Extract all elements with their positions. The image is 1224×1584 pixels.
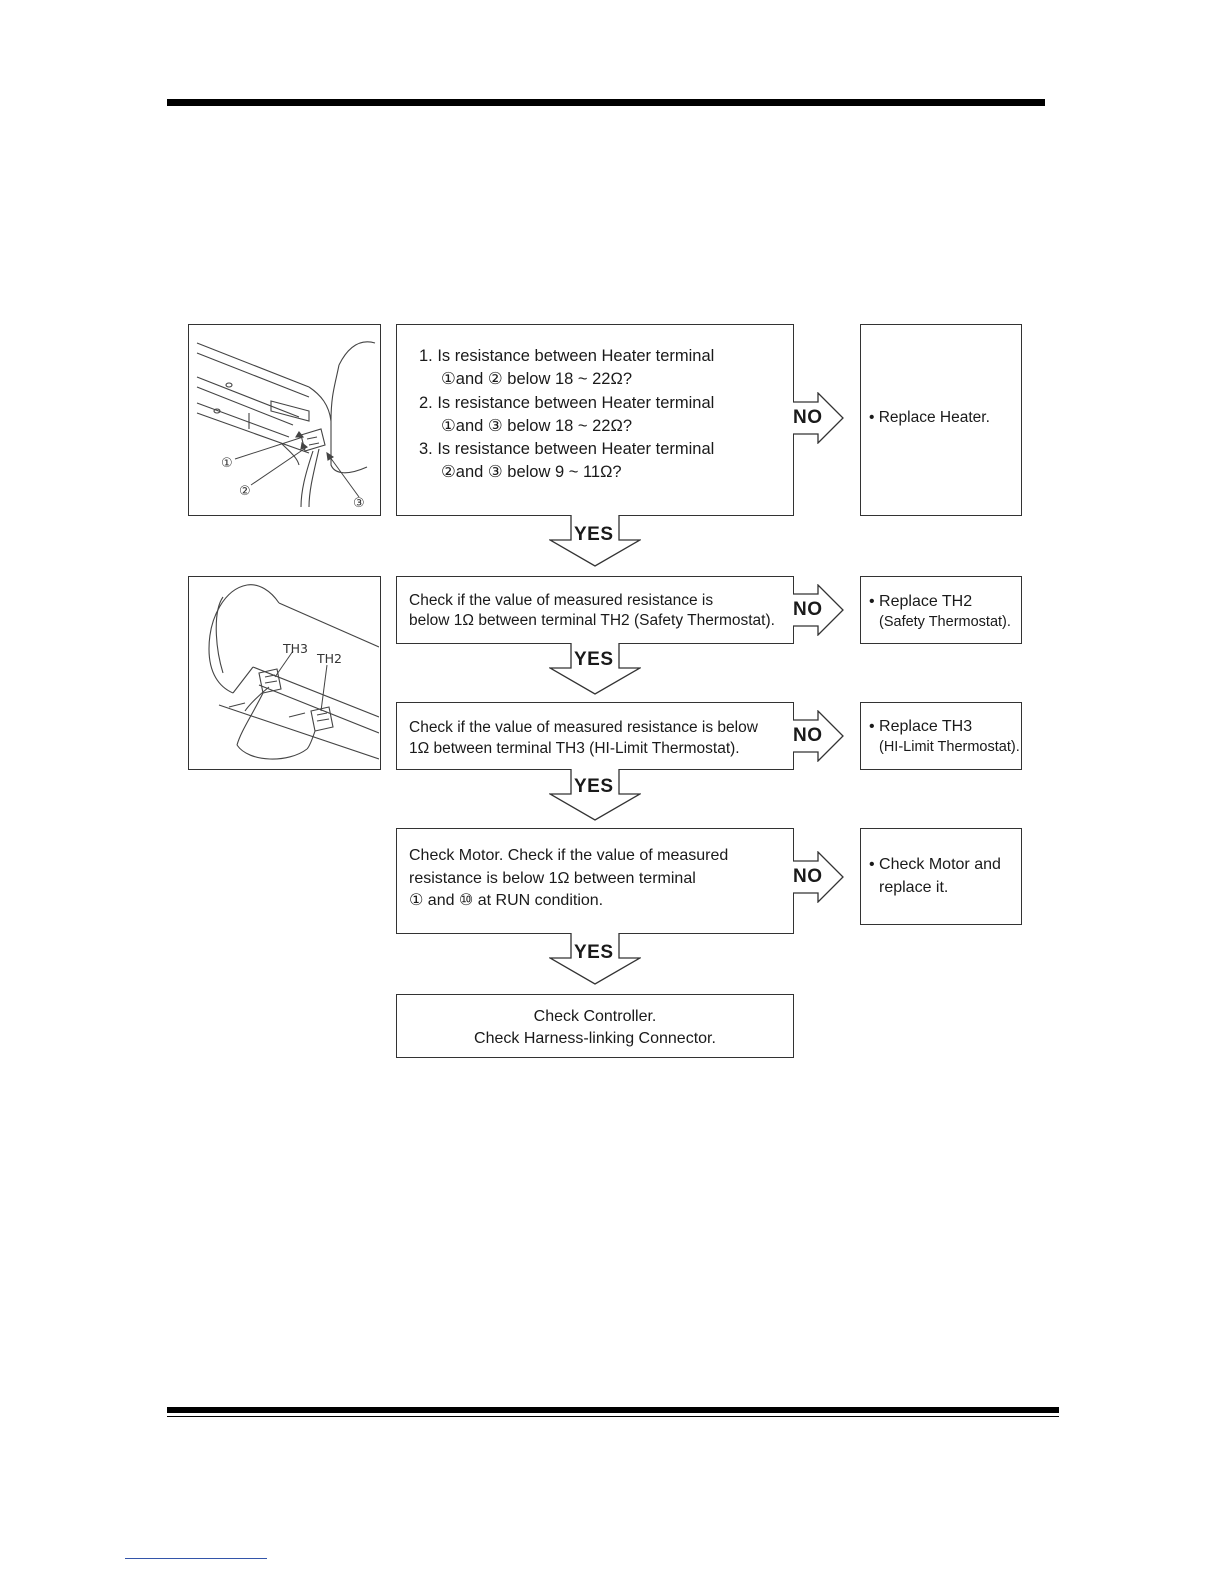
footer-rule-thin: [167, 1416, 1059, 1417]
replace-th3-box: • Replace TH3 (HI-Limit Thermostat).: [860, 702, 1022, 770]
check-line: 2. Is resistance between Heater terminal: [419, 393, 715, 412]
yes-label-1: YES: [574, 524, 614, 545]
header-rule: [167, 99, 1045, 106]
no-arrow-2: [793, 584, 844, 636]
no-label-2: NO: [793, 599, 823, 620]
check-line: Check if the value of measured resistanc…: [409, 719, 758, 736]
check-line: 1Ω between terminal TH3 (HI-Limit Thermo…: [409, 740, 740, 757]
check-motor-box: • Check Motor and replace it.: [860, 828, 1022, 925]
final-line: Check Controller.: [533, 1008, 657, 1025]
footer-rule: [167, 1407, 1059, 1413]
check-line: ②and ③ below 9 ~ 11Ω?: [441, 463, 622, 482]
check-line: ① and ⑩ at RUN condition.: [409, 892, 604, 909]
check-line: ①and ② below 18 ~ 22Ω?: [441, 370, 632, 389]
no-arrow-4: [793, 851, 844, 903]
no-arrow-1: [793, 392, 844, 444]
terminal-label-2: ②: [239, 484, 251, 499]
terminal-label-1: ①: [221, 456, 233, 471]
no-label-1: NO: [793, 407, 823, 428]
yes-arrow-1: [549, 515, 641, 567]
yes-label-2: YES: [574, 649, 614, 670]
heater-resistance-check-box: 1. Is resistance between Heater terminal…: [396, 324, 794, 516]
check-line: below 1Ω between terminal TH2 (Safety Th…: [409, 611, 775, 629]
footer-link-underline: [125, 1558, 267, 1559]
action-text: (HI-Limit Thermostat).: [879, 739, 1020, 755]
check-line: resistance is below 1Ω between terminal: [409, 869, 696, 887]
check-line: 1. Is resistance between Heater terminal: [419, 347, 715, 365]
check-line: Check if the value of measured resistanc…: [409, 592, 714, 609]
final-line: Check Harness-linking Connector.: [474, 1030, 716, 1047]
heater-terminal-illustration: ① ② ③: [188, 324, 381, 516]
check-line: 3. Is resistance between Heater terminal: [419, 440, 715, 459]
no-arrow-3: [793, 710, 844, 762]
replace-th2-box: • Replace TH2 (Safety Thermostat).: [860, 576, 1022, 644]
yes-label-3: YES: [574, 776, 614, 797]
check-controller-box: Check Controller. Check Harness-linking …: [396, 994, 794, 1058]
action-text: replace it.: [879, 878, 949, 896]
action-text: (Safety Thermostat).: [879, 614, 1011, 630]
check-line: ①and ③ below 18 ~ 22Ω?: [441, 416, 632, 435]
th3-resistance-check-box: Check if the value of measured resistanc…: [396, 702, 794, 770]
thermostat-illustration: TH3 TH2: [188, 576, 381, 770]
th2-label: TH2: [316, 651, 342, 666]
motor-resistance-check-box: Check Motor. Check if the value of measu…: [396, 828, 794, 934]
replace-heater-box: • Replace Heater.: [860, 324, 1022, 516]
yes-arrow-3: [549, 769, 641, 821]
terminal-label-3: ③: [353, 496, 365, 511]
yes-arrow-2: [549, 643, 641, 695]
th2-resistance-check-box: Check if the value of measured resistanc…: [396, 576, 794, 644]
yes-label-4: YES: [574, 942, 614, 963]
th3-label: TH3: [282, 641, 308, 656]
action-text: • Replace Heater.: [869, 409, 990, 426]
action-text: • Replace TH3: [869, 718, 973, 735]
yes-arrow-4: [549, 933, 641, 985]
check-line: Check Motor. Check if the value of measu…: [409, 847, 729, 864]
action-text: • Check Motor and: [869, 856, 1001, 873]
no-label-3: NO: [793, 725, 823, 746]
action-text: • Replace TH2: [869, 593, 973, 610]
no-label-4: NO: [793, 866, 823, 887]
